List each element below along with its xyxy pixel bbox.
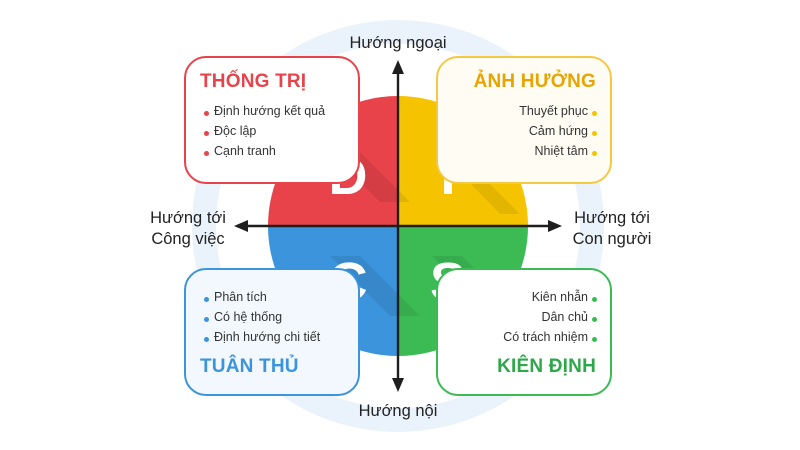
influence-trait-2: Cảm hứng [528, 124, 588, 138]
bullet-dot [204, 131, 209, 136]
dominance-trait-3: Cạnh tranh [214, 144, 276, 158]
compliance-trait-1: Phân tích [214, 290, 267, 304]
compliance-trait-2: Có hệ thống [214, 310, 283, 324]
influence-title: ẢNH HƯỞNG [473, 71, 596, 92]
bullet-dot [592, 337, 597, 342]
influence-box: ẢNH HƯỞNG Thuyết phục Cảm hứng Nhiệt tâm [436, 56, 612, 184]
axis-label-right-line1: Hướng tới [574, 209, 650, 227]
axis-arrow-left [234, 220, 248, 232]
influence-trait-3: Nhiệt tâm [534, 144, 589, 158]
influence-trait-1: Thuyết phục [519, 104, 588, 118]
dominance-trait-1: Định hướng kết quả [214, 104, 326, 118]
bullet-dot [204, 111, 209, 116]
axis-label-top: Hướng ngoại [349, 34, 447, 52]
axis-label-right-line2: Con người [572, 230, 652, 248]
steadiness-box: Kiên nhẫn Dân chủ Có trách nhiệm KIÊN ĐỊ… [436, 268, 612, 396]
axis-arrow-up [392, 60, 404, 74]
dominance-trait-2: Độc lập [214, 124, 257, 138]
steadiness-trait-1: Kiên nhẫn [531, 290, 588, 304]
compliance-trait-3: Định hướng chi tiết [214, 330, 321, 344]
bullet-dot [204, 337, 209, 342]
axis-label-left: Hướng tới Công việc [128, 208, 248, 250]
bullet-dot [592, 131, 597, 136]
axis-label-bottom: Hướng nội [358, 402, 438, 420]
compliance-box: Phân tích Có hệ thống Định hướng chi tiế… [184, 268, 360, 396]
dominance-box: THỐNG TRỊ Định hướng kết quả Độc lập Cạn… [184, 56, 360, 184]
axis-label-right: Hướng tới Con người [552, 208, 672, 250]
steadiness-trait-2: Dân chủ [541, 310, 588, 324]
axis-arrow-down [392, 378, 404, 392]
bullet-dot [592, 297, 597, 302]
bullet-dot [204, 297, 209, 302]
axis-label-left-line2: Công việc [151, 230, 225, 248]
compliance-title: TUÂN THỦ [200, 356, 299, 377]
steadiness-title: KIÊN ĐỊNH [497, 356, 596, 377]
bullet-dot [592, 317, 597, 322]
dominance-title: THỐNG TRỊ [200, 71, 307, 92]
bullet-dot [204, 317, 209, 322]
steadiness-trait-3: Có trách nhiệm [503, 330, 588, 344]
bullet-dot [204, 151, 209, 156]
axis-label-left-line1: Hướng tới [150, 209, 226, 227]
bullet-dot [592, 111, 597, 116]
axis-arrow-right [548, 220, 562, 232]
bullet-dot [592, 151, 597, 156]
